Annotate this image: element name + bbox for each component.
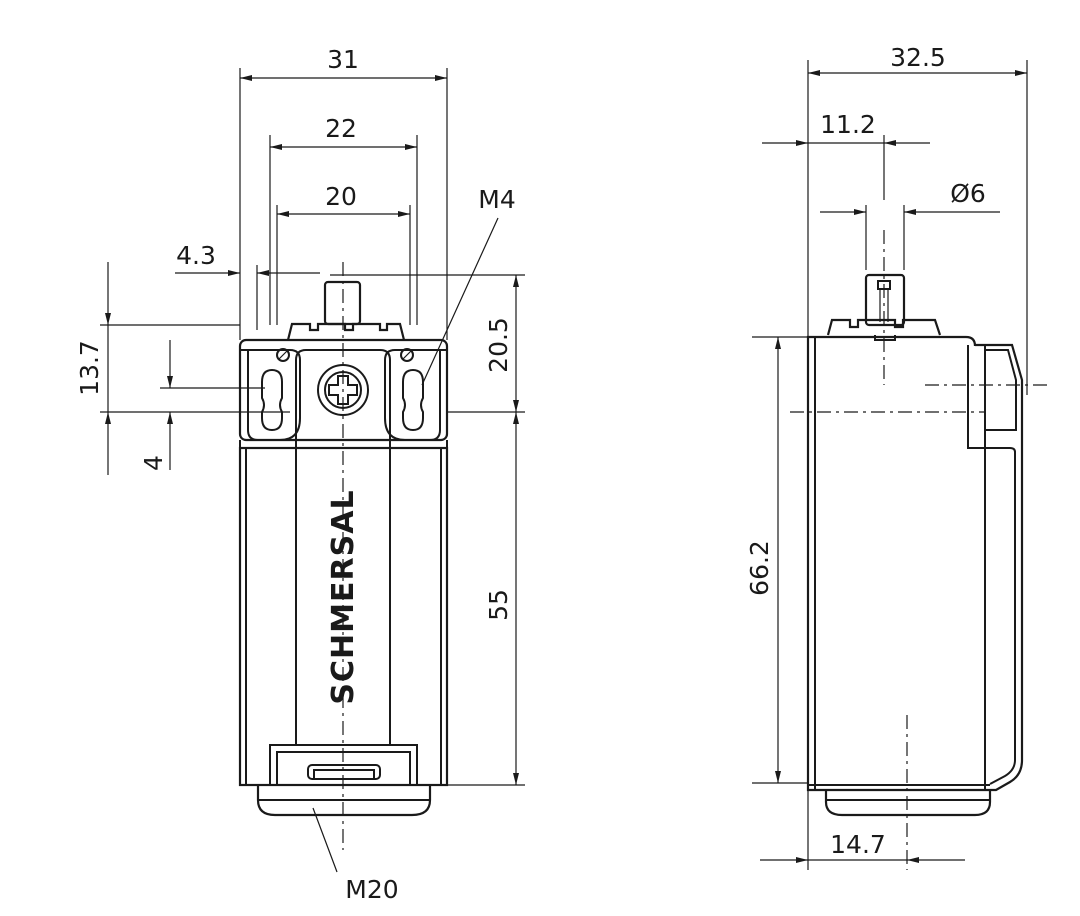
dim-width-31: 31 [240, 45, 447, 81]
side-body [806, 335, 1024, 792]
side-plunger [864, 273, 906, 327]
dim-diameter-6: Ø6 [820, 179, 1000, 215]
front-view: 31 22 20 4.3 M4 20.5 [75, 45, 525, 904]
dim-label-14-7: 14.7 [830, 830, 886, 859]
dim-label-diameter-6: Ø6 [950, 179, 986, 208]
dim-height-66-2: 66.2 [745, 337, 781, 783]
dim-width-20: 20 [277, 182, 410, 217]
dim-depth-32-5: 32.5 [808, 43, 1027, 76]
dim-height-20-5: 20.5 [484, 275, 519, 412]
actuator-head [286, 322, 406, 341]
dim-label-20-5: 20.5 [484, 317, 513, 373]
front-extension-lines [239, 68, 448, 340]
dim-label-55: 55 [484, 589, 513, 621]
dim-label-32-5: 32.5 [890, 43, 946, 72]
side-conduit [824, 790, 992, 817]
dim-label-4: 4 [139, 455, 168, 471]
dim-label-66-2: 66.2 [745, 540, 774, 596]
dim-label-31: 31 [327, 45, 359, 74]
dim-label-4-3: 4.3 [176, 241, 216, 270]
dim-label-22: 22 [325, 114, 357, 143]
dim-offset-14-7: 14.7 [760, 790, 965, 870]
dim-height-13-7: 13.7 [75, 262, 111, 475]
dim-width-22: 22 [270, 114, 417, 150]
dim-slot-4: 4 [139, 340, 173, 471]
dim-label-20: 20 [325, 182, 357, 211]
dim-label-11-2: 11.2 [820, 110, 876, 139]
dim-offset-11-2: 11.2 [762, 110, 930, 146]
label-m20: M20 [345, 875, 398, 904]
label-m4: M4 [478, 185, 515, 214]
dim-offset-4-3: 4.3 [175, 241, 320, 276]
side-view: 32.5 11.2 Ø6 [745, 43, 1050, 870]
dim-height-55: 55 [484, 412, 519, 785]
leader-m4: M4 [421, 185, 516, 386]
dim-label-13-7: 13.7 [75, 340, 104, 396]
conduit-m20: M20 [256, 785, 432, 904]
